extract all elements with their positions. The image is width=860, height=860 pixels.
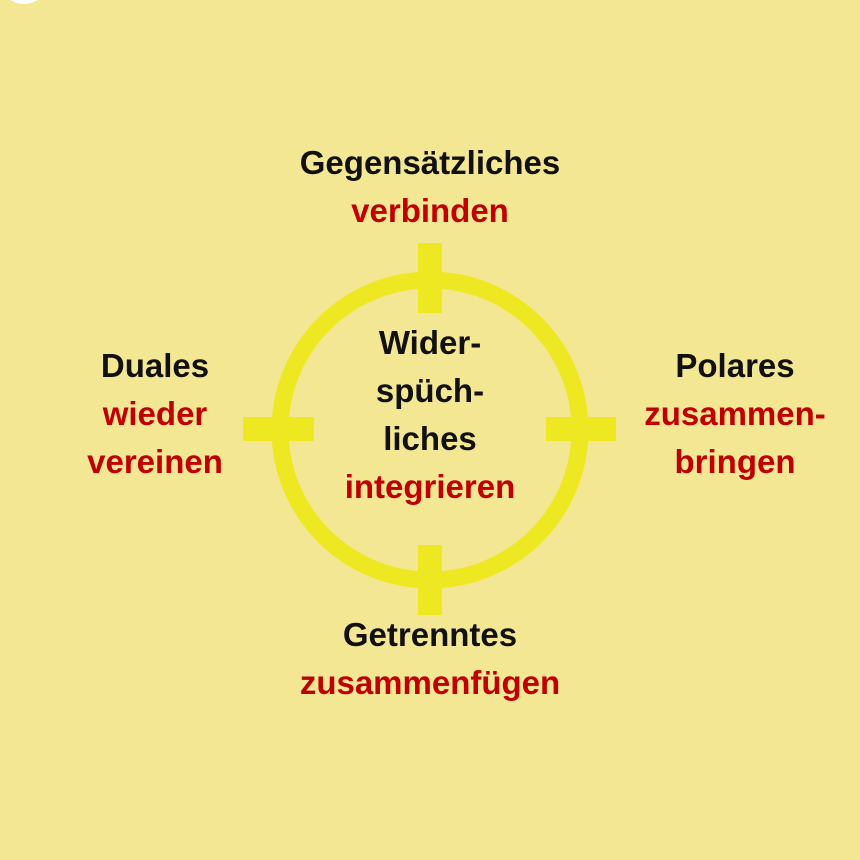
center-line-4: integrieren xyxy=(344,468,516,505)
right-line-3: bringen xyxy=(674,443,796,480)
bottom-line-1: Getrenntes xyxy=(342,616,518,653)
top-line-1: Gegensätzliches xyxy=(299,144,561,181)
center-line-3: liches xyxy=(383,420,477,457)
left-line-1: Duales xyxy=(100,347,210,384)
top-tick xyxy=(418,243,442,313)
center-line-2: spüch- xyxy=(375,372,485,409)
right-tick xyxy=(546,417,616,441)
left-label: Duales wieder vereinen xyxy=(35,342,275,486)
top-line-2: verbinden xyxy=(351,192,509,229)
right-line-2: zusammen- xyxy=(644,395,826,432)
bottom-tick xyxy=(418,545,442,615)
center-line-1: Wider- xyxy=(378,324,482,361)
left-line-3: vereinen xyxy=(87,443,223,480)
top-label: Gegensätzliches verbinden xyxy=(230,139,630,235)
left-line-2: wieder xyxy=(102,395,208,432)
bottom-label: Getrenntes zusammenfügen xyxy=(230,611,630,707)
right-label: Polares zusammen- bringen xyxy=(615,342,855,486)
left-tick xyxy=(243,417,314,441)
center-label: Wider- spüch- liches integrieren xyxy=(280,319,580,511)
right-line-1: Polares xyxy=(675,347,795,384)
page-corner xyxy=(0,0,48,4)
bottom-line-2: zusammenfügen xyxy=(299,664,561,701)
